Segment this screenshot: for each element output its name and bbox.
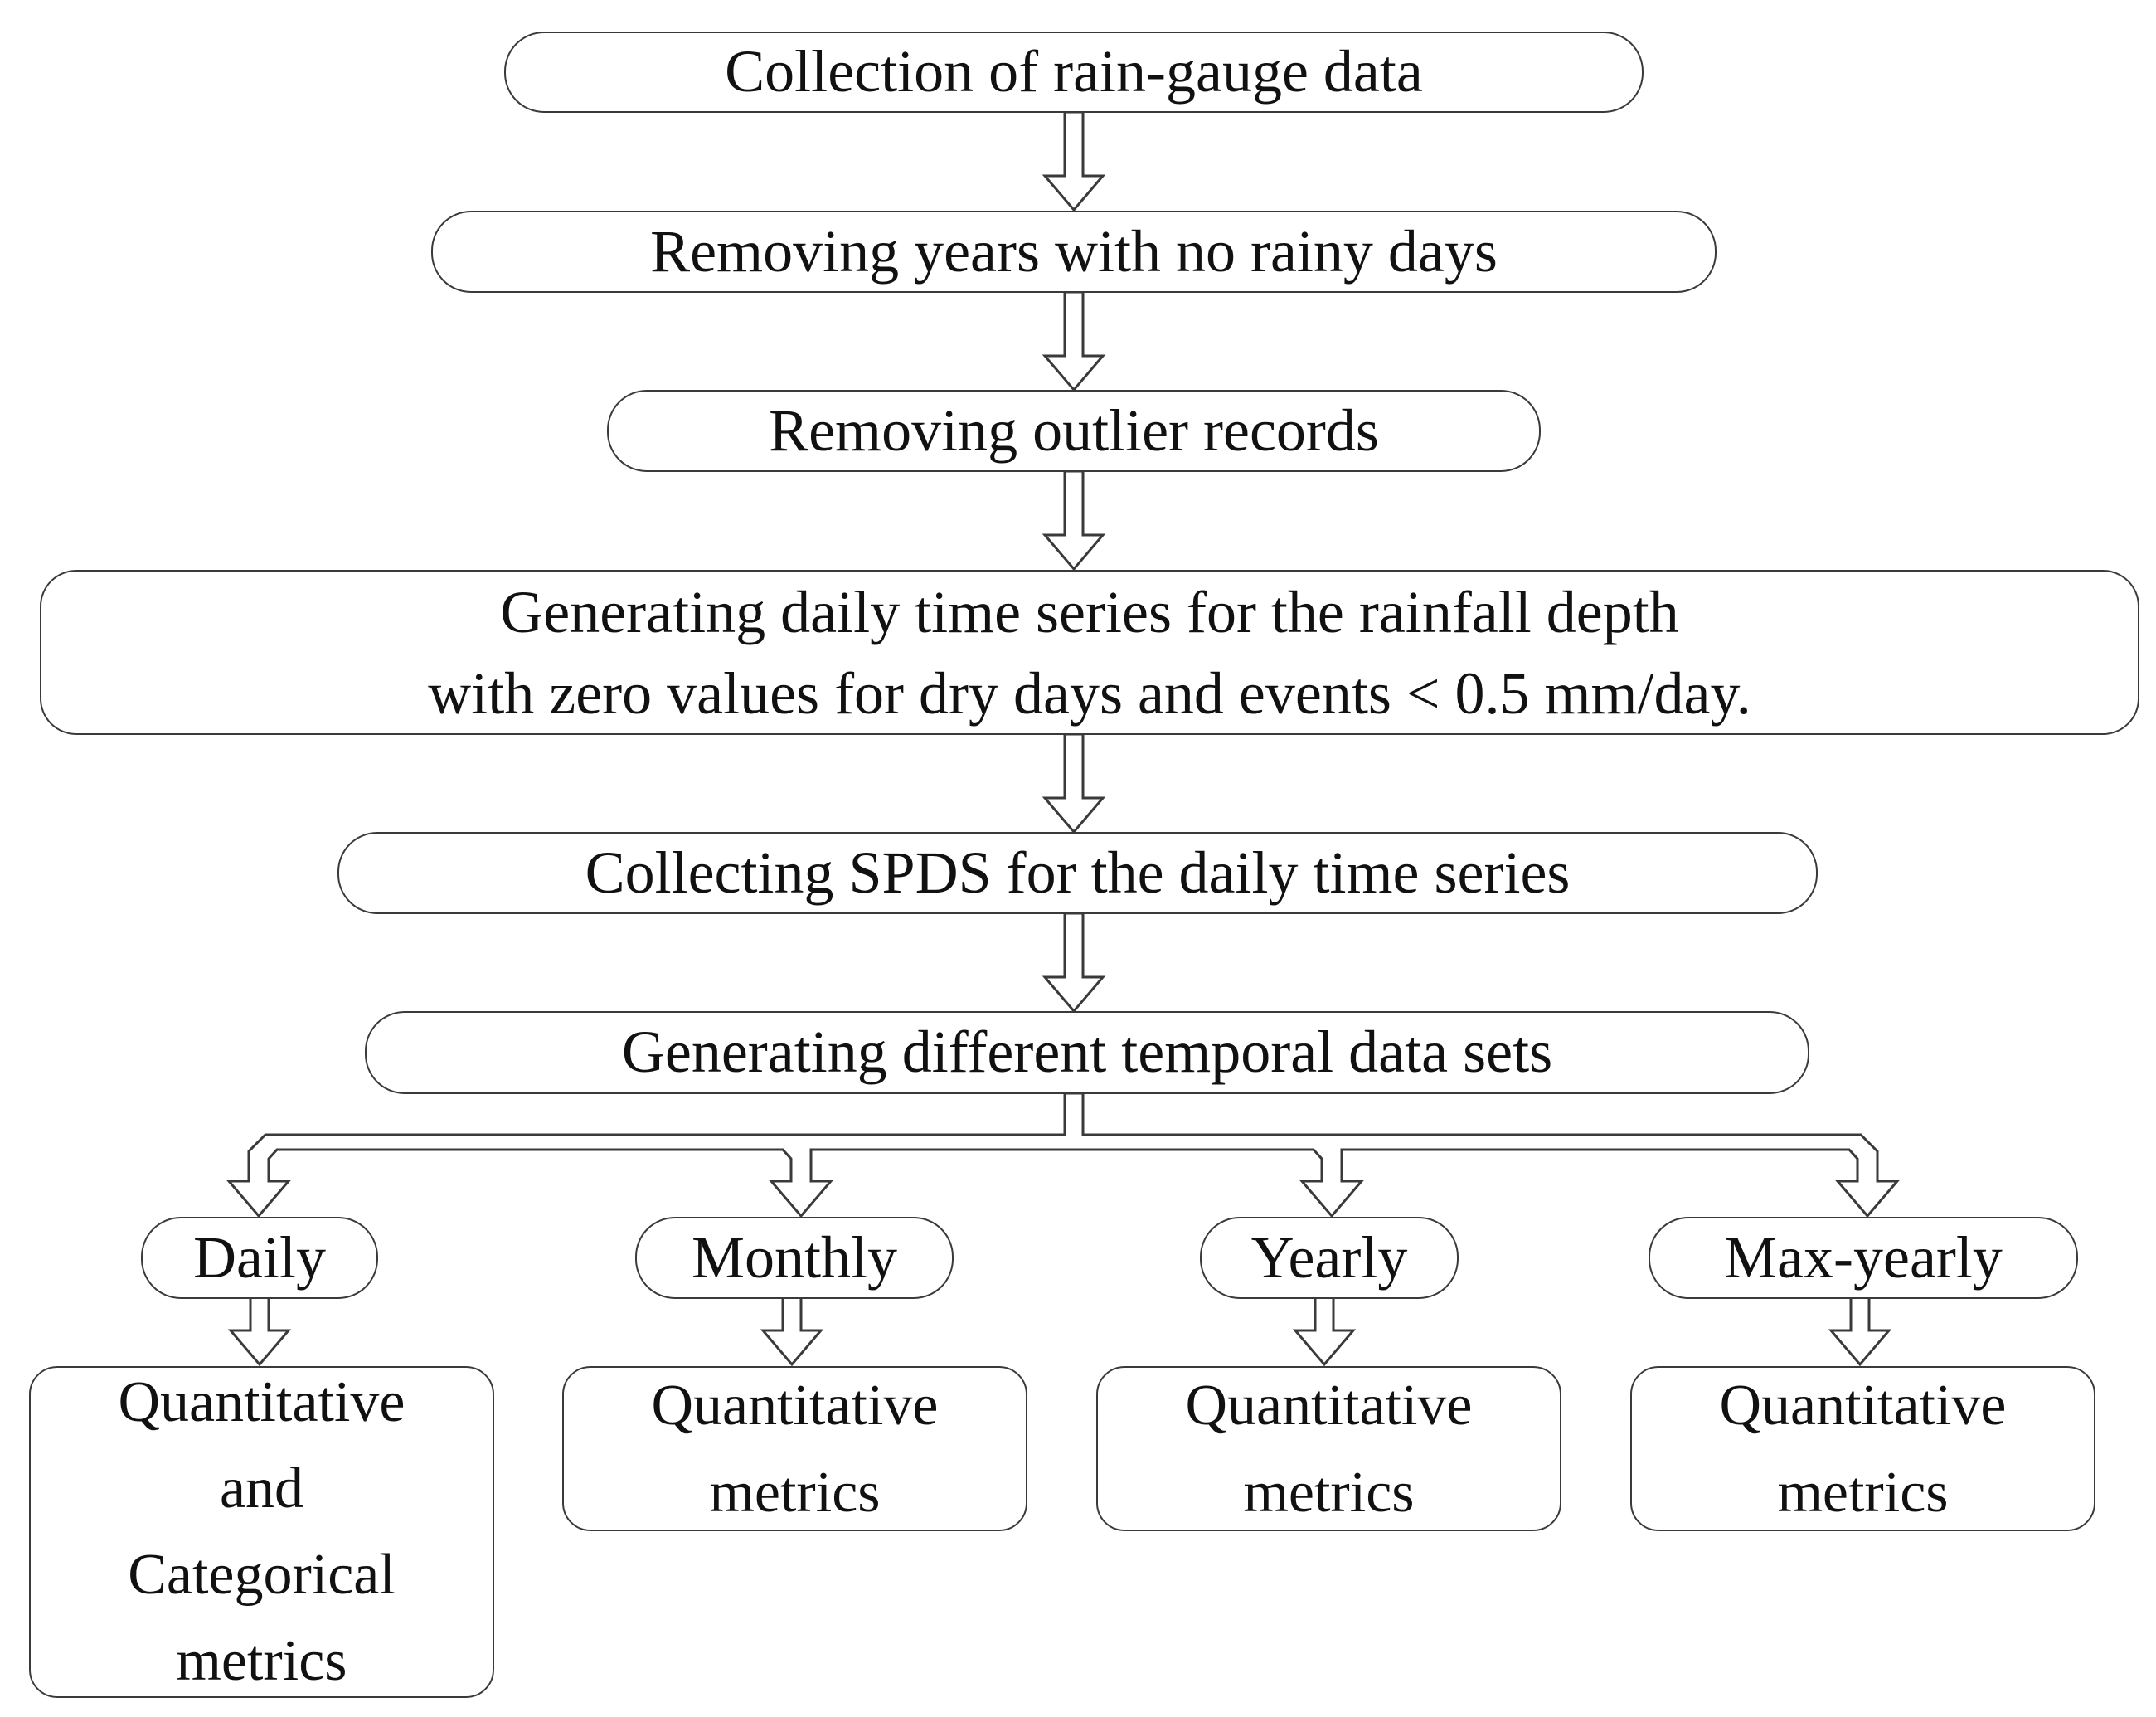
metrics-yearly: Quantitative metrics	[1096, 1366, 1561, 1531]
scale-monthly-label: Monthly	[691, 1223, 898, 1291]
arrow-generate-to-collect-spds	[1042, 732, 1106, 834]
metrics-daily: Quantitative and Categorical metrics	[29, 1366, 494, 1698]
metrics-max-yearly-line-2: metrics	[1777, 1460, 1949, 1525]
step-collection-label: Collection of rain-gauge data	[725, 38, 1423, 105]
step-generate-line-2: with zero values for dry days and events…	[428, 659, 1751, 727]
metrics-yearly-line-2: metrics	[1243, 1460, 1415, 1525]
metrics-daily-line-2: and	[219, 1457, 304, 1520]
step-temporal-sets: Generating different temporal data sets	[365, 1011, 1809, 1094]
metrics-monthly: Quantitative metrics	[562, 1366, 1027, 1531]
step-remove-years-label: Removing years with no rainy days	[650, 217, 1498, 285]
step-collect-spds-label: Collecting SPDS for the daily time serie…	[585, 839, 1571, 906]
branch-connector	[226, 1092, 1901, 1218]
metrics-monthly-line-1: Quantitative	[651, 1373, 939, 1437]
metrics-daily-line-3: Categorical	[128, 1543, 396, 1607]
step-remove-years: Removing years with no rainy days	[431, 211, 1717, 293]
metrics-daily-line-1: Quantitative	[118, 1370, 405, 1434]
scale-monthly: Monthly	[635, 1217, 954, 1299]
arrow-yearly-to-metrics	[1292, 1296, 1357, 1367]
step-collect-spds: Collecting SPDS for the daily time serie…	[337, 832, 1818, 914]
step-generate-line-1: Generating daily time series for the rai…	[500, 578, 1679, 645]
metrics-daily-line-4: metrics	[176, 1629, 347, 1693]
scale-max-yearly-label: Max-yearly	[1724, 1223, 2003, 1291]
step-generate-daily-series: Generating daily time series for the rai…	[40, 570, 2139, 735]
step-collection: Collection of rain-gauge data	[504, 32, 1644, 113]
scale-yearly: Yearly	[1200, 1217, 1459, 1299]
metrics-monthly-line-2: metrics	[709, 1460, 881, 1525]
scale-yearly-label: Yearly	[1250, 1223, 1408, 1291]
step-temporal-sets-label: Generating different temporal data sets	[621, 1019, 1553, 1086]
arrow-max-yearly-to-metrics	[1828, 1296, 1892, 1367]
metrics-max-yearly: Quantitative metrics	[1630, 1366, 2095, 1531]
scale-max-yearly: Max-yearly	[1649, 1217, 2078, 1299]
arrow-collection-to-remove-years	[1042, 110, 1106, 212]
arrow-monthly-to-metrics	[760, 1296, 824, 1367]
step-remove-outliers-label: Removing outlier records	[769, 396, 1379, 464]
scale-daily: Daily	[141, 1217, 378, 1299]
arrow-remove-years-to-remove-outliers	[1042, 290, 1106, 392]
scale-daily-label: Daily	[193, 1223, 326, 1291]
arrow-collect-spds-to-temporal-sets	[1042, 912, 1106, 1014]
arrow-remove-outliers-to-generate	[1042, 469, 1106, 572]
arrow-daily-to-metrics	[227, 1296, 292, 1367]
step-remove-outliers: Removing outlier records	[607, 390, 1541, 472]
metrics-yearly-line-1: Quantitative	[1185, 1373, 1473, 1437]
metrics-max-yearly-line-1: Quantitative	[1719, 1373, 2007, 1437]
